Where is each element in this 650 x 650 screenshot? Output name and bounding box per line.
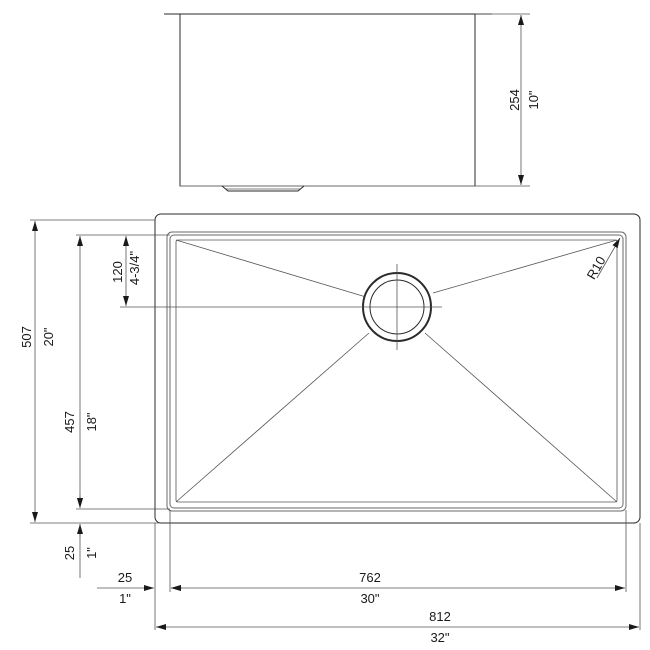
front-flange-in-label: 1" xyxy=(84,547,99,559)
top-view: R10 507 20" 457 18" 120 4-3/4" 25 1" xyxy=(19,213,641,645)
bowl-floor xyxy=(175,239,618,503)
outer-length-mm-label: 812 xyxy=(429,609,451,624)
side-view: 254 10" xyxy=(164,13,541,192)
side-flange-in-label: 1" xyxy=(119,591,131,606)
drain xyxy=(120,264,442,350)
outer-width-mm-label: 507 xyxy=(19,326,34,348)
corner-radius-label: R10 xyxy=(584,254,609,282)
bowl-length-in-label: 30" xyxy=(360,591,379,606)
outer-width-in-label: 20" xyxy=(41,327,56,346)
depth-in-label: 10" xyxy=(526,90,541,109)
depth-mm-label: 254 xyxy=(507,89,522,111)
drain-offset-in-label: 4-3/4" xyxy=(127,250,142,285)
bowl-width-in-label: 18" xyxy=(84,412,99,431)
bowl-width-mm-label: 457 xyxy=(62,411,77,433)
bowl-outer-edge xyxy=(166,231,627,512)
front-flange-mm-label: 25 xyxy=(62,546,77,560)
drain-offset-mm-label: 120 xyxy=(110,261,125,283)
bowl-length-mm-label: 762 xyxy=(359,570,381,585)
outer-length-in-label: 32" xyxy=(430,630,449,645)
side-flange-mm-label: 25 xyxy=(118,570,132,585)
outer-flange xyxy=(154,213,641,524)
